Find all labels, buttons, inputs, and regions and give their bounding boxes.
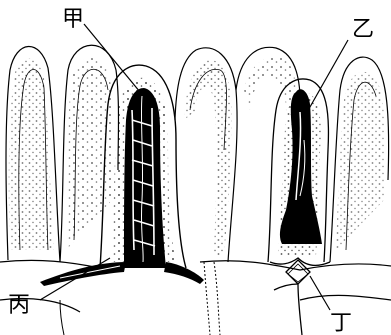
epithelium-dots xyxy=(9,57,385,255)
label-yi: 乙 xyxy=(352,17,374,42)
label-jia: 甲 xyxy=(62,7,84,32)
villus-yi xyxy=(268,79,328,262)
villus-jia xyxy=(40,65,204,286)
label-bing: 丙 xyxy=(8,293,30,318)
label-ding: 丁 xyxy=(330,311,352,335)
